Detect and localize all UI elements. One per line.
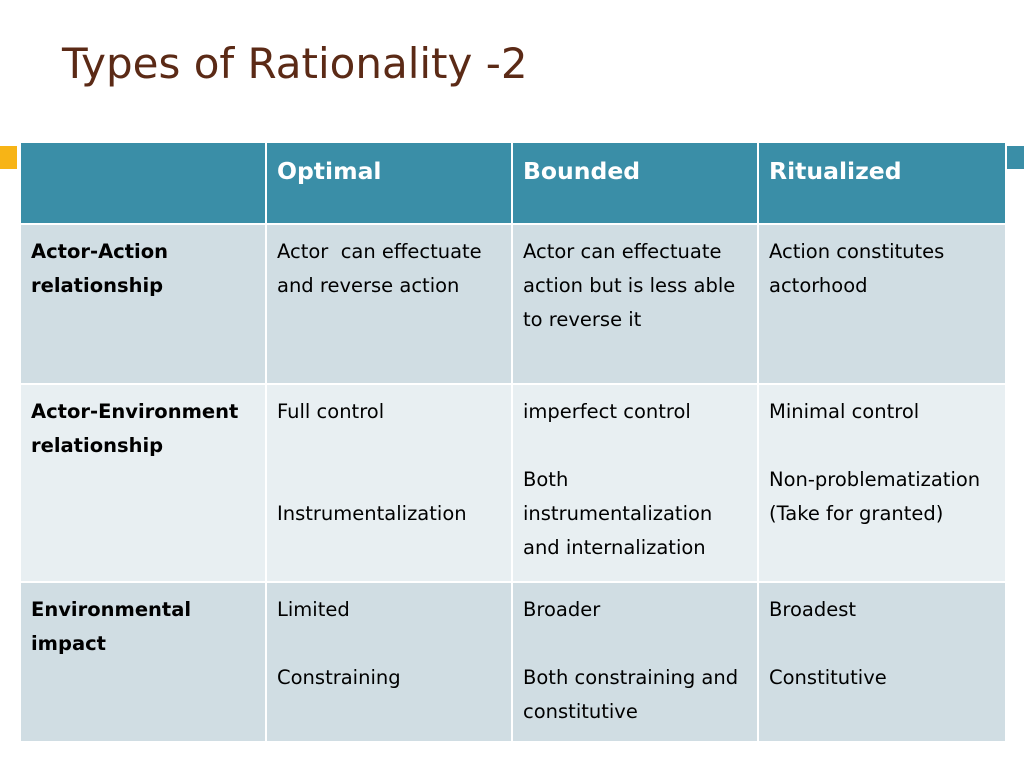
cell-line: Both constraining and constitutive bbox=[523, 666, 745, 723]
row-label-environmental-impact: Environmental impact bbox=[19, 581, 267, 743]
cell-line: Full control bbox=[277, 400, 385, 423]
header-ritualized: Ritualized bbox=[757, 141, 1007, 225]
cell-environmental-impact-ritualized: Broadest Constitutive bbox=[757, 581, 1007, 743]
cell-actor-action-optimal: Actor can effectuate and reverse action bbox=[265, 223, 513, 385]
accent-bar-left bbox=[0, 146, 17, 169]
rationality-table: Optimal Bounded Ritualized Actor-Action … bbox=[19, 141, 1007, 743]
table-header-row: Optimal Bounded Ritualized bbox=[19, 141, 1007, 225]
cell-line: Non-problematization (Take for granted) bbox=[769, 468, 987, 525]
cell-line: Constraining bbox=[277, 666, 401, 689]
cell-actor-environment-ritualized: Minimal control Non-problematization (Ta… bbox=[757, 383, 1007, 583]
cell-line: Broadest bbox=[769, 598, 857, 621]
table-row-actor-action: Actor-Action relationship Actor can effe… bbox=[19, 223, 1007, 385]
cell-line: Broader bbox=[523, 598, 601, 621]
cell-environmental-impact-optimal: Limited Constraining bbox=[265, 581, 513, 743]
cell-line: Minimal control bbox=[769, 400, 920, 423]
row-label-actor-action: Actor-Action relationship bbox=[19, 223, 267, 385]
cell-actor-action-bounded: Actor can effectuate action but is less … bbox=[511, 223, 759, 385]
header-bounded: Bounded bbox=[511, 141, 759, 225]
cell-line: Constitutive bbox=[769, 666, 887, 689]
cell-line: Both instrumentalization and internaliza… bbox=[523, 468, 719, 559]
cell-actor-environment-bounded: imperfect control Both instrumentalizati… bbox=[511, 383, 759, 583]
cell-actor-action-ritualized: Action constitutes actorhood bbox=[757, 223, 1007, 385]
table-row-actor-environment: Actor-Environment relationship Full cont… bbox=[19, 383, 1007, 583]
table-row-environmental-impact: Environmental impact Limited Constrainin… bbox=[19, 581, 1007, 743]
cell-line: imperfect control bbox=[523, 400, 691, 423]
cell-line: Instrumentalization bbox=[277, 502, 467, 525]
header-optimal: Optimal bbox=[265, 141, 513, 225]
cell-actor-environment-optimal: Full control Instrumentalization bbox=[265, 383, 513, 583]
row-label-actor-environment: Actor-Environment relationship bbox=[19, 383, 267, 583]
slide-title: Types of Rationality -2 bbox=[62, 39, 528, 88]
cell-environmental-impact-bounded: Broader Both constraining and constituti… bbox=[511, 581, 759, 743]
accent-bar-right bbox=[1007, 146, 1024, 169]
cell-line: Limited bbox=[277, 598, 350, 621]
header-corner-cell bbox=[19, 141, 267, 225]
